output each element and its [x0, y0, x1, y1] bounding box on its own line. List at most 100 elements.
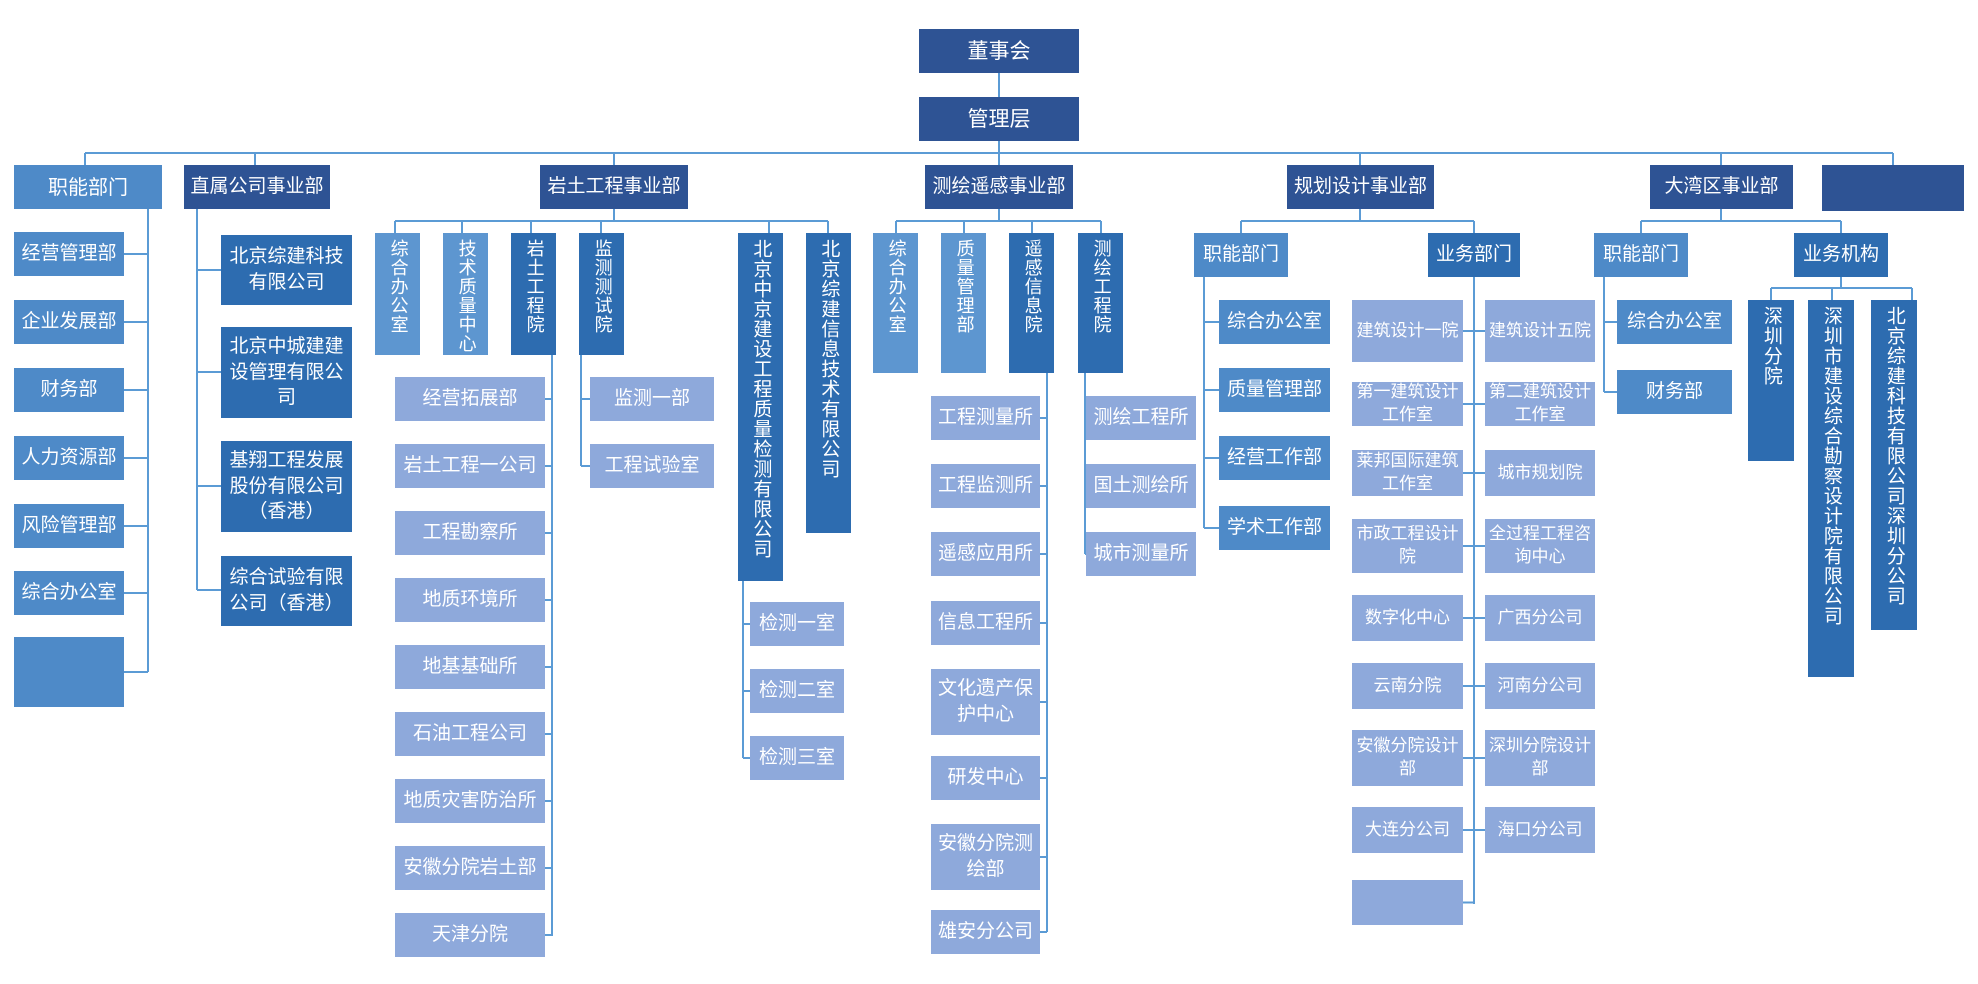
plan-biz-right-4: 广西分公司: [1485, 595, 1595, 641]
planning-functional-label: 职能部门: [1202, 243, 1279, 266]
geo-unit-3: 监测测试院: [579, 233, 624, 355]
geo-institute-item-7: 安徽分院岩土部: [395, 846, 545, 890]
monitor-item-0: 监测一部: [590, 377, 714, 421]
plan-biz-right-5-label: 河南分公司: [1497, 675, 1583, 696]
div-extra: [1822, 165, 1964, 211]
bay-biz-item-1: 深圳市建设综合勘察设计院有限公司: [1808, 300, 1854, 677]
bay-biz-item-0-label: 深圳分院: [1760, 306, 1783, 386]
geo-unit-2: 岩土工程院: [511, 233, 556, 355]
plan-biz-left-5: 云南分院: [1352, 663, 1463, 709]
plan-biz-left-4-label: 数字化中心: [1365, 607, 1450, 628]
se-item-1-label: 国土测绘所: [1093, 474, 1189, 497]
plan-biz-left-6-label: 安徽分院设计部: [1356, 736, 1459, 779]
subsidiary-1: 北京中城建建设管理有限公司: [221, 327, 352, 418]
div-subsidiaries: 直属公司事业部: [184, 165, 330, 209]
subsidiary-0-label: 北京综建科技有限公司: [229, 245, 344, 293]
plan-biz-left-7-label: 大连分公司: [1365, 819, 1450, 840]
geo-unit-0: 综合办公室: [375, 233, 420, 355]
geo-institute-item-8: 天津分院: [395, 913, 545, 957]
qc-lab-0: 检测一室: [750, 602, 844, 646]
monitor-item-0-label: 监测一部: [613, 387, 690, 410]
geo-institute-item-3: 地质环境所: [395, 578, 545, 622]
rs-item-4-label: 文化遗产保护中心: [937, 677, 1033, 725]
se-item-1: 国土测绘所: [1086, 464, 1196, 508]
rs-item-0-label: 工程测量所: [937, 406, 1033, 429]
plan-biz-right-7: 海口分公司: [1485, 807, 1595, 853]
geo-company-1: 北京综建信息技术有限公司: [806, 233, 851, 533]
bay-functional: 职能部门: [1594, 233, 1688, 277]
rs-item-2: 遥感应用所: [931, 532, 1040, 576]
geo-institute-item-4-label: 地基基础所: [422, 655, 518, 678]
func-item-4-label: 风险管理部: [21, 514, 117, 537]
bay-biz-item-2-label: 北京综建科技有限公司深圳分公司: [1883, 306, 1906, 606]
survey-unit-0: 综合办公室: [873, 233, 918, 373]
plan-func-item-1: 质量管理部: [1219, 368, 1330, 412]
subsidiary-0: 北京综建科技有限公司: [221, 235, 352, 305]
plan-biz-right-7-label: 海口分公司: [1497, 819, 1583, 840]
div-planning-label: 规划设计事业部: [1293, 175, 1427, 198]
plan-biz-left-7: 大连分公司: [1352, 807, 1463, 853]
geo-institute-item-1-label: 岩土工程一公司: [403, 454, 537, 477]
plan-biz-left-6: 安徽分院设计部: [1352, 730, 1463, 786]
func-item-4: 风险管理部: [14, 504, 124, 548]
plan-biz-right-6-label: 深圳分院设计部: [1489, 736, 1591, 779]
func-item-6: [14, 637, 124, 707]
plan-biz-right-2: 城市规划院: [1485, 450, 1595, 496]
plan-biz-right-6: 深圳分院设计部: [1485, 730, 1595, 786]
div-functional-label: 职能部门: [48, 174, 128, 199]
geo-unit-2-label: 岩土工程院: [523, 239, 545, 334]
se-item-2-label: 城市测量所: [1093, 542, 1189, 565]
func-item-0: 经营管理部: [14, 232, 124, 276]
board-box: 董事会: [919, 29, 1079, 73]
rs-item-6-label: 安徽分院测绘部: [937, 832, 1033, 880]
rs-item-7-label: 雄安分公司: [937, 920, 1033, 943]
qc-lab-2: 检测三室: [750, 736, 844, 780]
plan-func-item-2-label: 经营工作部: [1226, 446, 1322, 469]
se-item-0: 测绘工程所: [1086, 396, 1196, 440]
plan-func-item-1-label: 质量管理部: [1226, 378, 1322, 401]
plan-func-item-0-label: 综合办公室: [1226, 310, 1322, 333]
geo-institute-item-2-label: 工程勘察所: [422, 521, 518, 544]
survey-unit-0-label: 综合办公室: [885, 239, 907, 334]
geo-institute-item-3-label: 地质环境所: [422, 588, 518, 611]
monitor-item-1: 工程试验室: [590, 444, 714, 488]
func-item-3-label: 人力资源部: [21, 446, 117, 469]
plan-biz-left-2: 莱邦国际建筑工作室: [1352, 450, 1463, 496]
func-item-2-label: 财务部: [40, 378, 98, 401]
geo-unit-1-label: 技术质量中心: [455, 239, 477, 353]
geo-unit-1: 技术质量中心: [443, 233, 488, 355]
qc-lab-0-label: 检测一室: [758, 612, 835, 635]
plan-biz-left-3: 市政工程设计院: [1352, 519, 1463, 573]
plan-biz-right-1: 第二建筑设计工作室: [1485, 382, 1595, 426]
rs-item-1: 工程监测所: [931, 464, 1040, 508]
rs-item-1-label: 工程监测所: [937, 474, 1033, 497]
rs-item-2-label: 遥感应用所: [937, 542, 1033, 565]
management-box-label: 管理层: [967, 106, 1031, 131]
geo-institute-item-1: 岩土工程一公司: [395, 444, 545, 488]
geo-institute-item-8-label: 天津分院: [431, 923, 508, 946]
plan-func-item-0: 综合办公室: [1219, 300, 1330, 344]
div-survey-label: 测绘遥感事业部: [932, 175, 1066, 198]
bay-func-item-1-label: 财务部: [1645, 380, 1703, 403]
bay-biz-item-2: 北京综建科技有限公司深圳分公司: [1871, 300, 1917, 630]
plan-biz-left-2-label: 莱邦国际建筑工作室: [1356, 451, 1459, 494]
bay-func-item-0: 综合办公室: [1617, 300, 1732, 344]
div-geotechnical-label: 岩土工程事业部: [547, 175, 681, 198]
geo-institute-item-7-label: 安徽分院岩土部: [403, 856, 537, 879]
func-item-2: 财务部: [14, 368, 124, 412]
planning-business: 业务部门: [1428, 233, 1520, 277]
geo-unit-3-label: 监测测试院: [591, 239, 613, 334]
geo-institute-item-0-label: 经营拓展部: [422, 387, 518, 410]
plan-func-item-3: 学术工作部: [1219, 506, 1330, 550]
func-item-3: 人力资源部: [14, 436, 124, 480]
bay-functional-label: 职能部门: [1602, 243, 1679, 266]
planning-business-label: 业务部门: [1435, 243, 1512, 266]
qc-lab-2-label: 检测三室: [758, 746, 835, 769]
plan-biz-left-0: 建筑设计一院: [1352, 300, 1463, 362]
plan-biz-left-4: 数字化中心: [1352, 595, 1463, 641]
plan-biz-left-1-label: 第一建筑设计工作室: [1356, 382, 1459, 425]
subsidiary-3: 综合试验有限公司（香港）: [221, 556, 352, 626]
div-survey: 测绘遥感事业部: [925, 165, 1073, 209]
geo-institute-item-4: 地基基础所: [395, 645, 545, 689]
